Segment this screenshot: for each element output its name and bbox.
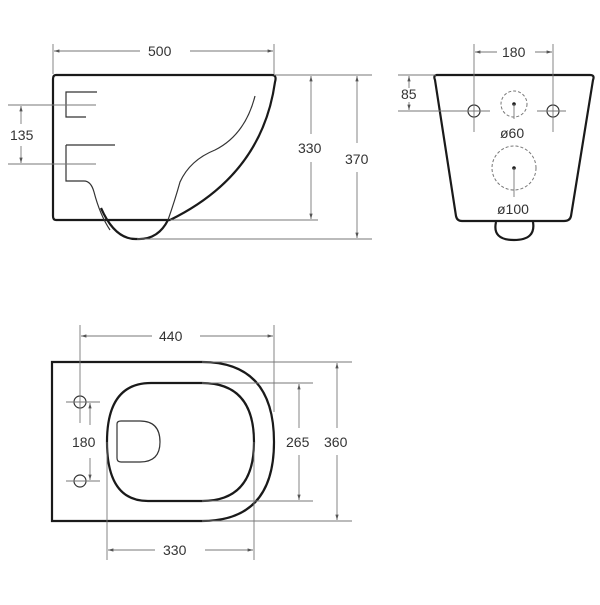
side-mount-spacing-label: 135 [10,127,34,143]
side-bowl-height-label: 330 [298,140,322,156]
side-inner-curve [65,95,256,231]
top-bowl-opening [105,381,256,503]
rear-outlet-loop [494,221,535,242]
side-upper-bracket [65,91,97,118]
top-flush-rim [116,420,161,463]
top-depth-label: 440 [159,328,183,344]
side-outlet-loop [99,207,169,241]
rear-bolt-spacing-label: 180 [502,44,526,60]
side-total-height-label: 370 [345,151,369,167]
top-opening-width-label: 265 [286,434,310,450]
top-bolt-spacing-label: 180 [72,434,96,450]
top-body-outline [50,360,276,523]
rear-view: 180 85 ø60 ø100 [398,44,595,242]
rear-bolt-height-label: 85 [401,86,417,102]
rear-inlet-diameter-label: ø60 [500,125,524,141]
rear-outlet-circle [491,145,537,191]
top-opening-length-label: 330 [163,542,187,558]
rear-body-outline [433,73,595,223]
side-view: 500 135 330 370 [8,43,372,241]
top-view: 440 180 265 360 330 [50,325,352,560]
top-total-width-label: 360 [324,434,348,450]
rear-outlet-diameter-label: ø100 [497,201,529,217]
side-body-outline [51,73,277,222]
side-width-label: 500 [148,43,172,59]
